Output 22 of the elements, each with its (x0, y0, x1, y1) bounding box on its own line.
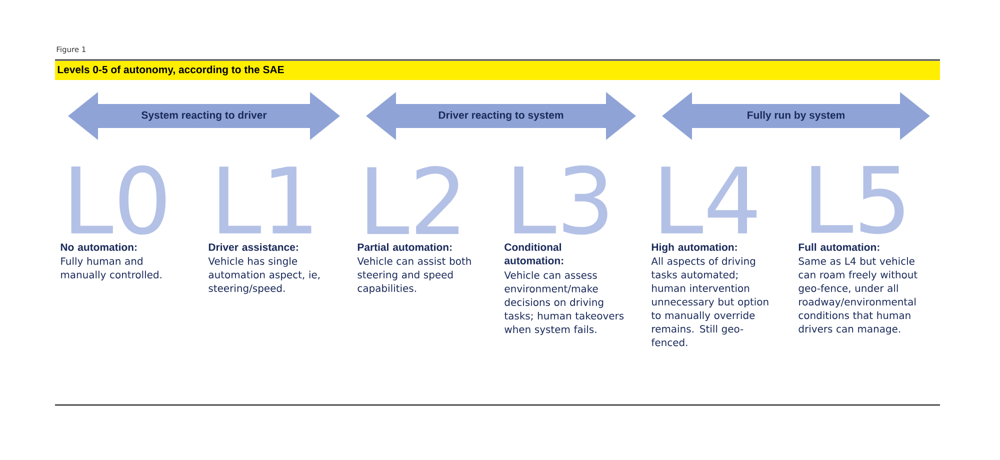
level-description: Same as L4 but vehicle can roam freely without geo-fence, under all roadway/environmental conditions that human drivers can manage. (798, 257, 918, 335)
level-description: Vehicle can assess environment/make decisions on driving tasks; human takeovers when system fails. (504, 271, 624, 336)
level-heading: High automation: (652, 243, 737, 253)
scope-banner: Driver reacting to system (366, 92, 636, 140)
level-heading: Full automation: (798, 243, 880, 251)
scope-banner: System reacting to driver (68, 92, 340, 140)
level-description: Fully human and manually controlled. (61, 257, 162, 280)
level-label: L3 (514, 165, 608, 235)
level-description: Vehicle has single automation aspect, ie, steering/speed. (208, 257, 320, 294)
level-label: L5 (811, 166, 904, 234)
level-description: All aspects of driving tasks automated; human intervention unnecessary but option to manually override remains. Still geo-fenced. (651, 257, 768, 346)
scope-banner: Fully run by system (662, 92, 930, 140)
level-heading: Conditional automation: (504, 243, 564, 264)
level-label: L4 (661, 166, 757, 234)
level-heading: No automation: (60, 243, 136, 251)
level-label: L1 (219, 166, 312, 234)
level-heading: Driver assistance: (208, 243, 298, 251)
level-heading: Partial automation: (358, 243, 452, 251)
level-label: L2 (367, 166, 458, 234)
title-band: Levels 0-5 of autonomy, according to the SAE (55, 61, 940, 80)
level-label: L0 (71, 165, 166, 235)
level-description: Vehicle can assist both steering and speed capabilities. (357, 257, 471, 294)
